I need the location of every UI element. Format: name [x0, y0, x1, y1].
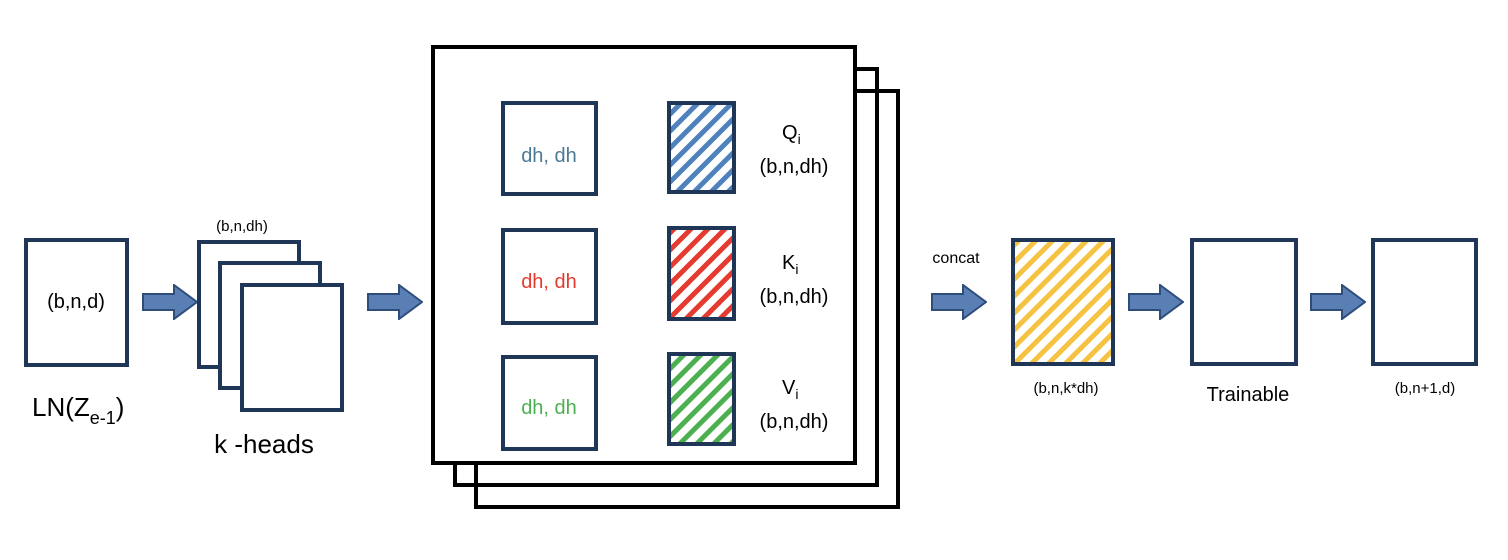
output-shape-label: (b,n+1,d)	[1395, 380, 1455, 397]
arrow-icon	[142, 284, 198, 320]
k-weight-box	[501, 228, 598, 325]
arrow-icon	[367, 284, 423, 320]
q-hatched-box	[667, 101, 736, 194]
v-hatched-box	[667, 352, 736, 446]
input-shape-label: (b,n,d)	[47, 291, 105, 313]
concat-label: concat	[932, 250, 980, 267]
heads-caption: k -heads	[214, 429, 314, 459]
arrow-icon	[1128, 284, 1184, 320]
v-label: Vi	[782, 377, 798, 402]
input-caption: LN(Ze-1)	[32, 392, 124, 428]
heads-shape-label: (b,n,dh)	[216, 218, 268, 235]
trainable-caption: Trainable	[1207, 384, 1290, 406]
q-weight-box	[501, 101, 598, 196]
concat-shape-label: (b,n,k*dh)	[1033, 380, 1098, 397]
concat-hatched-box	[1011, 238, 1115, 366]
head-box	[240, 283, 344, 412]
k-label: Ki	[782, 252, 798, 277]
output-box	[1371, 238, 1478, 366]
v-weight-label: dh, dh	[521, 397, 577, 419]
k-hatched-box	[667, 226, 736, 321]
q-weight-label: dh, dh	[521, 145, 577, 167]
arrow-icon	[1310, 284, 1366, 320]
input-box	[24, 238, 129, 367]
q-label: Qi	[782, 122, 801, 147]
v-weight-box	[501, 355, 598, 451]
k-shape-label: (b,n,dh)	[760, 286, 829, 308]
arrow-icon	[931, 284, 987, 320]
q-shape-label: (b,n,dh)	[760, 156, 829, 178]
v-shape-label: (b,n,dh)	[760, 411, 829, 433]
trainable-box	[1190, 238, 1298, 366]
k-weight-label: dh, dh	[521, 271, 577, 293]
